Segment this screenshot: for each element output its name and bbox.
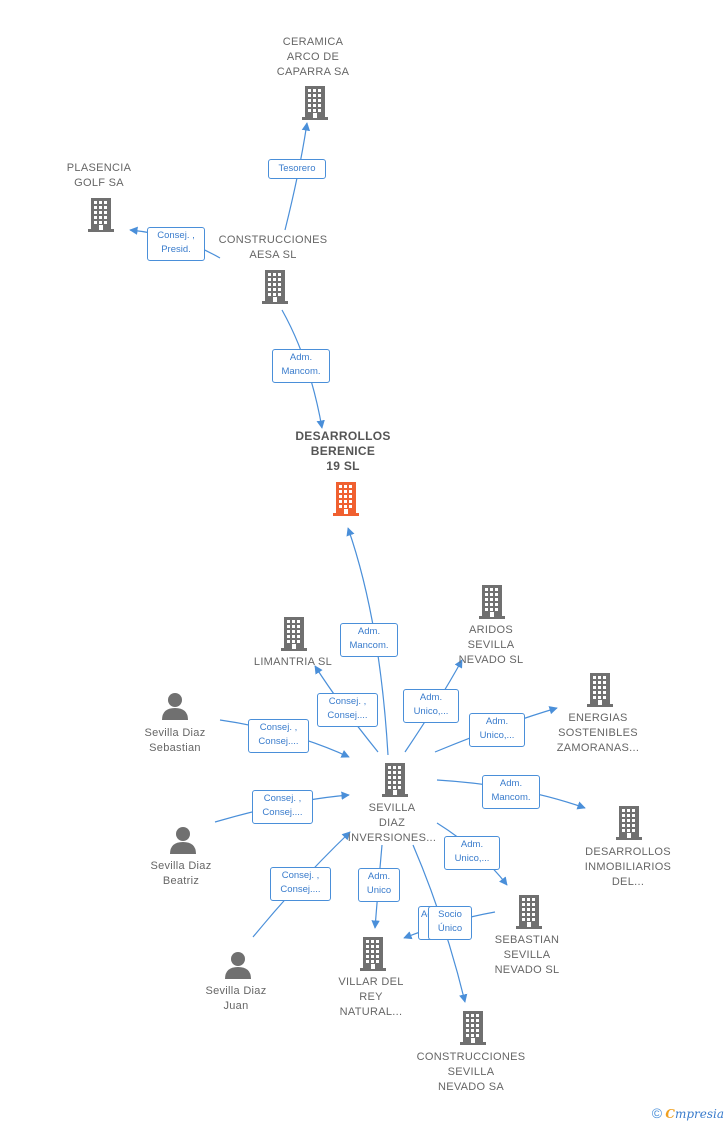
edge-label-consej-sebastian[interactable]: Consej. , Consej....: [248, 719, 309, 753]
edge-label-tesorero[interactable]: Tesorero: [268, 159, 326, 179]
building-icon-aridos[interactable]: [476, 583, 508, 624]
building-icon-construcciones-sevilla[interactable]: [457, 1009, 489, 1050]
node-construcciones-sevilla-label[interactable]: CONSTRUCCIONES SEVILLA NEVADO SA: [416, 1051, 526, 1093]
node-desarrollos-inmobiliarios-label[interactable]: DESARROLLOS INMOBILIARIOS DEL...: [584, 846, 672, 888]
edge-label-consej-juan[interactable]: Consej. , Consej....: [270, 867, 331, 901]
edge-label-adm-unico-villar[interactable]: Adm. Unico: [358, 868, 400, 902]
building-icon-energias[interactable]: [584, 671, 616, 712]
node-sevilla-diaz-inversiones-label[interactable]: SEVILLA DIAZ INVERSIONES...: [347, 802, 437, 844]
edge-label-adm-unico-energias[interactable]: Adm. Unico,...: [469, 713, 525, 747]
building-icon-sevilla-diaz-inversiones[interactable]: [379, 761, 411, 802]
node-sevilla-diaz-juan-label[interactable]: Sevilla Diaz Juan: [205, 985, 267, 1012]
edge-label-adm-unico-aridos[interactable]: Adm. Unico,...: [403, 689, 459, 723]
person-icon-sevilla-diaz-juan[interactable]: [223, 950, 253, 985]
node-plasencia-label[interactable]: PLASENCIA GOLF SA: [66, 162, 132, 189]
node-limantria-label[interactable]: LIMANTRIA SL: [253, 656, 333, 668]
edge-label-adm-unico-sebastian-sl[interactable]: Adm. Unico,...: [444, 836, 500, 870]
building-icon-construcciones-aesa[interactable]: [259, 268, 291, 309]
brand-logo: Cmpresia: [665, 1107, 724, 1121]
node-sebastian-sevilla-label[interactable]: SEBASTIAN SEVILLA NEVADO SL: [494, 934, 560, 976]
node-desarrollos-berenice-label[interactable]: DESARROLLOS BERENICE 19 SL: [295, 429, 391, 473]
edge-label-consej-beatriz[interactable]: Consej. , Consej....: [252, 790, 313, 824]
building-icon-desarrollos-berenice[interactable]: [330, 480, 362, 521]
node-construcciones-aesa-label[interactable]: CONSTRUCCIONES AESA SL: [218, 234, 328, 261]
building-icon-plasencia[interactable]: [85, 196, 117, 237]
copyright-icon: ©: [651, 1105, 663, 1121]
person-icon-sevilla-diaz-beatriz[interactable]: [168, 825, 198, 860]
node-sevilla-diaz-sebastian-label[interactable]: Sevilla Diaz Sebastian: [144, 727, 206, 754]
edge-label-adm-mancom-desarrollos[interactable]: Adm. Mancom.: [482, 775, 540, 809]
edge-label-consej-limantria[interactable]: Consej. , Consej....: [317, 693, 378, 727]
edge-label-consej-presid[interactable]: Consej. , Presid.: [147, 227, 205, 261]
edge-label-socio-unico[interactable]: Socio Único: [428, 906, 472, 940]
building-icon-limantria[interactable]: [278, 615, 310, 656]
node-aridos-label[interactable]: ARIDOS SEVILLA NEVADO SL: [458, 624, 524, 666]
node-energias-label[interactable]: ENERGIAS SOSTENIBLES ZAMORANAS...: [556, 712, 640, 754]
node-ceramica-label[interactable]: CERAMICA ARCO DE CAPARRA SA: [276, 36, 350, 78]
edge-label-adm-mancom-1[interactable]: Adm. Mancom.: [272, 349, 330, 383]
footer-brand: © Cmpresia: [652, 1105, 724, 1121]
person-icon-sevilla-diaz-sebastian[interactable]: [160, 691, 190, 726]
node-sevilla-diaz-beatriz-label[interactable]: Sevilla Diaz Beatriz: [150, 860, 212, 887]
edge-label-adm-mancom-2[interactable]: Adm. Mancom.: [340, 623, 398, 657]
building-icon-ceramica[interactable]: [299, 84, 331, 125]
node-villar-label[interactable]: VILLAR DEL REY NATURAL...: [338, 976, 404, 1018]
building-icon-sebastian-sevilla[interactable]: [513, 893, 545, 934]
building-icon-villar[interactable]: [357, 935, 389, 976]
building-icon-desarrollos-inmobiliarios[interactable]: [613, 804, 645, 845]
